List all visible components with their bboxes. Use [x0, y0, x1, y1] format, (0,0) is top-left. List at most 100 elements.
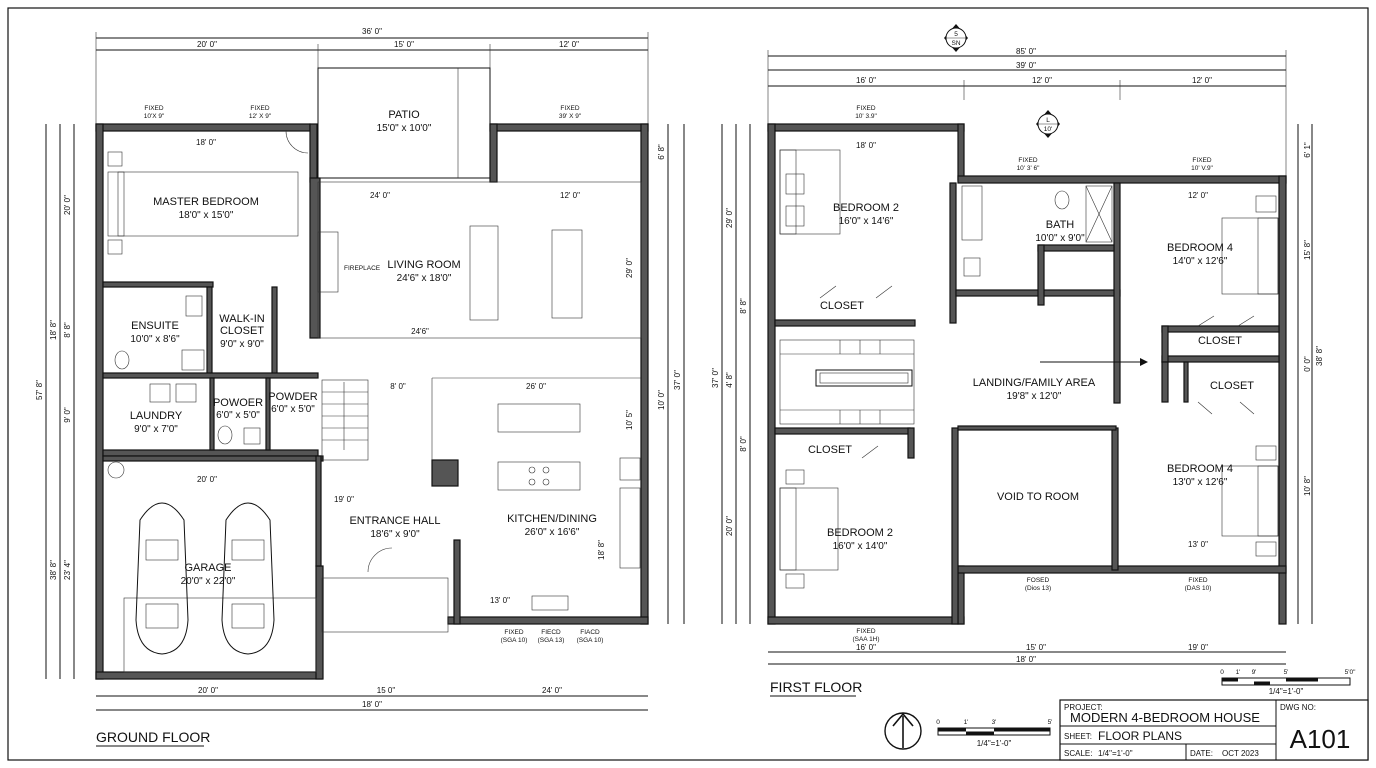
first-left-dim-5: 8' 0": [739, 436, 748, 452]
ground-right-dim-2: 10' 0": [657, 390, 666, 410]
first-top-dim-3: 12' 0": [1192, 76, 1212, 85]
first-fixed-3-size: 10' V.9": [1191, 165, 1213, 172]
bed4a-size: 14'0" x 12'6": [1173, 256, 1228, 267]
scale-left-tick-2: 3': [992, 719, 997, 726]
laundry-name: LAUNDRY: [130, 410, 183, 422]
scale-bar-right: 0 1' 9' 5' 5'0" 1/4"=1'-0": [1220, 669, 1356, 696]
bed2b-name: BEDROOM 2: [827, 527, 893, 539]
closet3-doors: [1197, 401, 1255, 415]
closet4-name: CLOSET: [808, 444, 852, 456]
kitchen-name: KITCHEN/DINING: [507, 513, 597, 525]
ground-fixed-2-size: 12' X 9": [249, 113, 272, 120]
bed4a-dim: 12' 0": [1188, 191, 1208, 200]
dwg-number: A101: [1290, 724, 1351, 754]
kitchen-size: 26'0" x 16'6": [525, 527, 580, 538]
scale-right-tick-4: 5'0": [1345, 669, 1356, 676]
section-marker-mid: L 10': [1036, 110, 1060, 138]
ground-fixed-1-size: 10'X 9": [144, 113, 165, 120]
patio-name: PATIO: [388, 109, 420, 121]
ground-bottom-total: 18' 0": [362, 700, 382, 709]
section-top-num: 5: [954, 31, 958, 38]
ground-right-dim-3: 6' 8": [657, 144, 666, 160]
living-dim-2: 12' 0": [560, 191, 580, 200]
bed4b-name: BEDROOM 4: [1167, 463, 1233, 475]
ground-right-dim-6: 10' 5": [625, 410, 634, 430]
first-right-dim-3: 15' 8": [1303, 240, 1312, 260]
first-stairs: [779, 339, 915, 425]
ground-floor-title: GROUND FLOOR: [96, 729, 210, 745]
laundry-size: 9'0" x 7'0": [134, 424, 178, 435]
first-floor-title: FIRST FLOOR: [770, 679, 862, 695]
master-width-dim: 18' 0": [196, 138, 216, 147]
scale-left-tick-3: 5': [1048, 719, 1053, 726]
walkin-closet-name: WALK-IN: [219, 313, 264, 325]
powder-2-size: 6'0" x 5'0": [271, 404, 315, 415]
hall-dim-2: 19' 0": [334, 495, 354, 504]
first-bottom-dim-2: 19' 0": [1188, 643, 1208, 652]
ground-left-dim-2: 18' 8": [49, 320, 58, 340]
garage-width-dim: 20' 0": [197, 475, 217, 484]
closet1-doors: [819, 285, 893, 299]
first-left-dim-2: 29' 0": [725, 208, 734, 228]
living-room-size: 24'6" x 18'0": [397, 273, 452, 284]
kitchen-island: [497, 403, 581, 433]
sheet-name: FLOOR PLANS: [1098, 729, 1182, 743]
ground-overall-dim: 36' 0": [362, 27, 382, 36]
landing-name: LANDING/FAMILY AREA: [973, 377, 1096, 389]
ground-fixed-1-label: FIXED: [144, 105, 163, 112]
section-marker-top: 5 SN: [944, 24, 968, 52]
ground-fixed-2-label: FIXED: [250, 105, 269, 112]
bed2a-dim: 18' 0": [856, 141, 876, 150]
ground-bottom-dim-2: 15 0": [377, 686, 396, 695]
ground-fixed-3-size: 39' X 9": [559, 113, 582, 120]
first-right-dim-5: 10' 8": [1303, 476, 1312, 496]
living-dim-1: 24' 0": [370, 191, 390, 200]
ground-right-dim-1: 37' 0": [673, 370, 682, 390]
first-fixed-1-size: 10' 3.9": [855, 113, 877, 120]
ground-bfixed-3-size: (SGA 10): [577, 637, 604, 644]
sofa: [469, 225, 499, 321]
first-right-dim-1: 38' 8": [1315, 346, 1324, 366]
first-overall-dim: 85' 0": [1016, 47, 1036, 56]
ground-bottom-dim-1: 20' 0": [198, 686, 218, 695]
ground-bfixed-1-label: FIXED: [504, 629, 523, 636]
master-bedroom-size: 18'0" x 15'0": [179, 210, 234, 221]
closet3-name: CLOSET: [1210, 380, 1254, 392]
sheet-label: SHEET:: [1064, 732, 1092, 741]
north-arrow: [884, 712, 922, 750]
bath-name: BATH: [1046, 219, 1075, 231]
first-bfixed-3-label: FIXED: [1188, 577, 1207, 584]
entrance-hall-size: 18'6" x 9'0": [370, 529, 420, 540]
first-fixed-1-label: FIXED: [856, 105, 875, 112]
entry-door-swing: [367, 547, 393, 573]
master-door-swing: [285, 130, 309, 154]
powder-1-size: 6'0" x 5'0": [216, 410, 260, 421]
first-right-dim-4: 0' 0": [1303, 356, 1312, 372]
first-left-dim-6: 20' 0": [725, 516, 734, 536]
ground-top-dim-1: 20' 0": [197, 40, 217, 49]
section-top-sheet: SN: [951, 40, 960, 47]
car-left: [135, 502, 189, 655]
scale-right-caption: 1/4"=1'-0": [1269, 687, 1304, 696]
first-bfixed-3-size: (DAS 10): [1185, 585, 1212, 592]
ground-left-dim-5: 9' 0": [63, 407, 72, 423]
project-name: MODERN 4-BEDROOM HOUSE: [1070, 710, 1260, 725]
landing-size: 19'8" x 12'0": [1007, 391, 1062, 402]
scale-left-tick-0: 0: [936, 719, 940, 726]
ground-left-dim-7: 23' 4": [63, 560, 72, 580]
first-floor-plan: 5 SN 85' 0" 39' 0" 16' 0" 12' 0" 12' 0" …: [711, 24, 1324, 697]
section-mid-sheet: 10': [1044, 126, 1052, 133]
first-bottom-inner-dim: 16' 0": [856, 643, 876, 652]
living-dim-3: 24'6": [411, 327, 429, 336]
closet2-name: CLOSET: [1198, 335, 1242, 347]
first-right-dim-2: 6' 1": [1303, 142, 1312, 158]
closet2-doors: [1197, 315, 1255, 327]
fireplace-label: FIREPLACE: [344, 265, 381, 272]
ground-bfixed-2-size: (SGA 13): [538, 637, 565, 644]
title-block: PROJECT: MODERN 4-BEDROOM HOUSE SHEET: F…: [1059, 699, 1369, 761]
first-overall-dim-2: 39' 0": [1016, 61, 1036, 70]
first-top-dim-2: 12' 0": [1032, 76, 1052, 85]
fireplace: [317, 231, 339, 293]
patio-outline: [317, 67, 491, 179]
